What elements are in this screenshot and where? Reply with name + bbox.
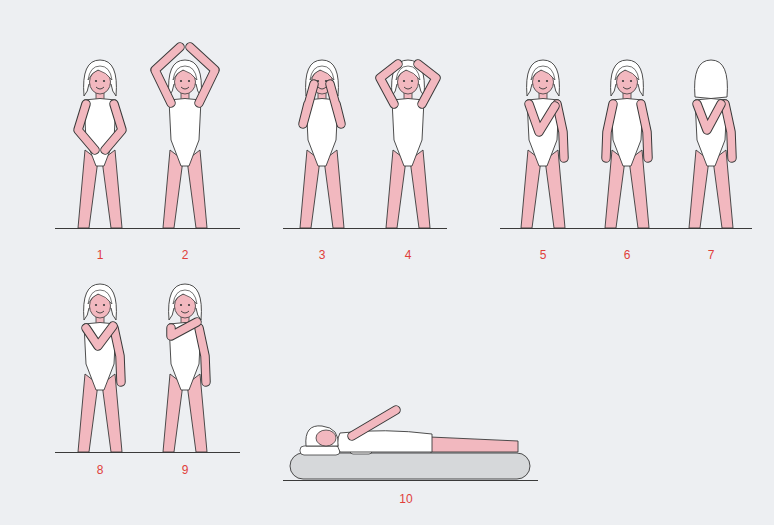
pillow <box>300 446 340 455</box>
callout-number: 1 <box>97 248 104 262</box>
mattress <box>290 453 530 479</box>
callout-number: 10 <box>399 492 412 506</box>
figure <box>689 60 733 228</box>
ground-line <box>55 229 752 481</box>
callout-number: 7 <box>708 248 715 262</box>
callout-number: 6 <box>624 248 631 262</box>
figure <box>155 47 215 228</box>
figure <box>78 60 122 228</box>
figure <box>521 60 565 228</box>
callout-number: 3 <box>319 248 326 262</box>
callout-number: 4 <box>405 248 412 262</box>
callout-number: 8 <box>97 463 104 477</box>
callout-number: 9 <box>182 463 189 477</box>
figure-lying <box>290 410 530 479</box>
callout-number: 5 <box>540 248 547 262</box>
figure <box>78 284 122 452</box>
figure <box>380 60 436 228</box>
figure <box>300 60 344 228</box>
figure <box>163 284 207 452</box>
callout-number: 2 <box>182 248 189 262</box>
figure <box>605 60 649 228</box>
